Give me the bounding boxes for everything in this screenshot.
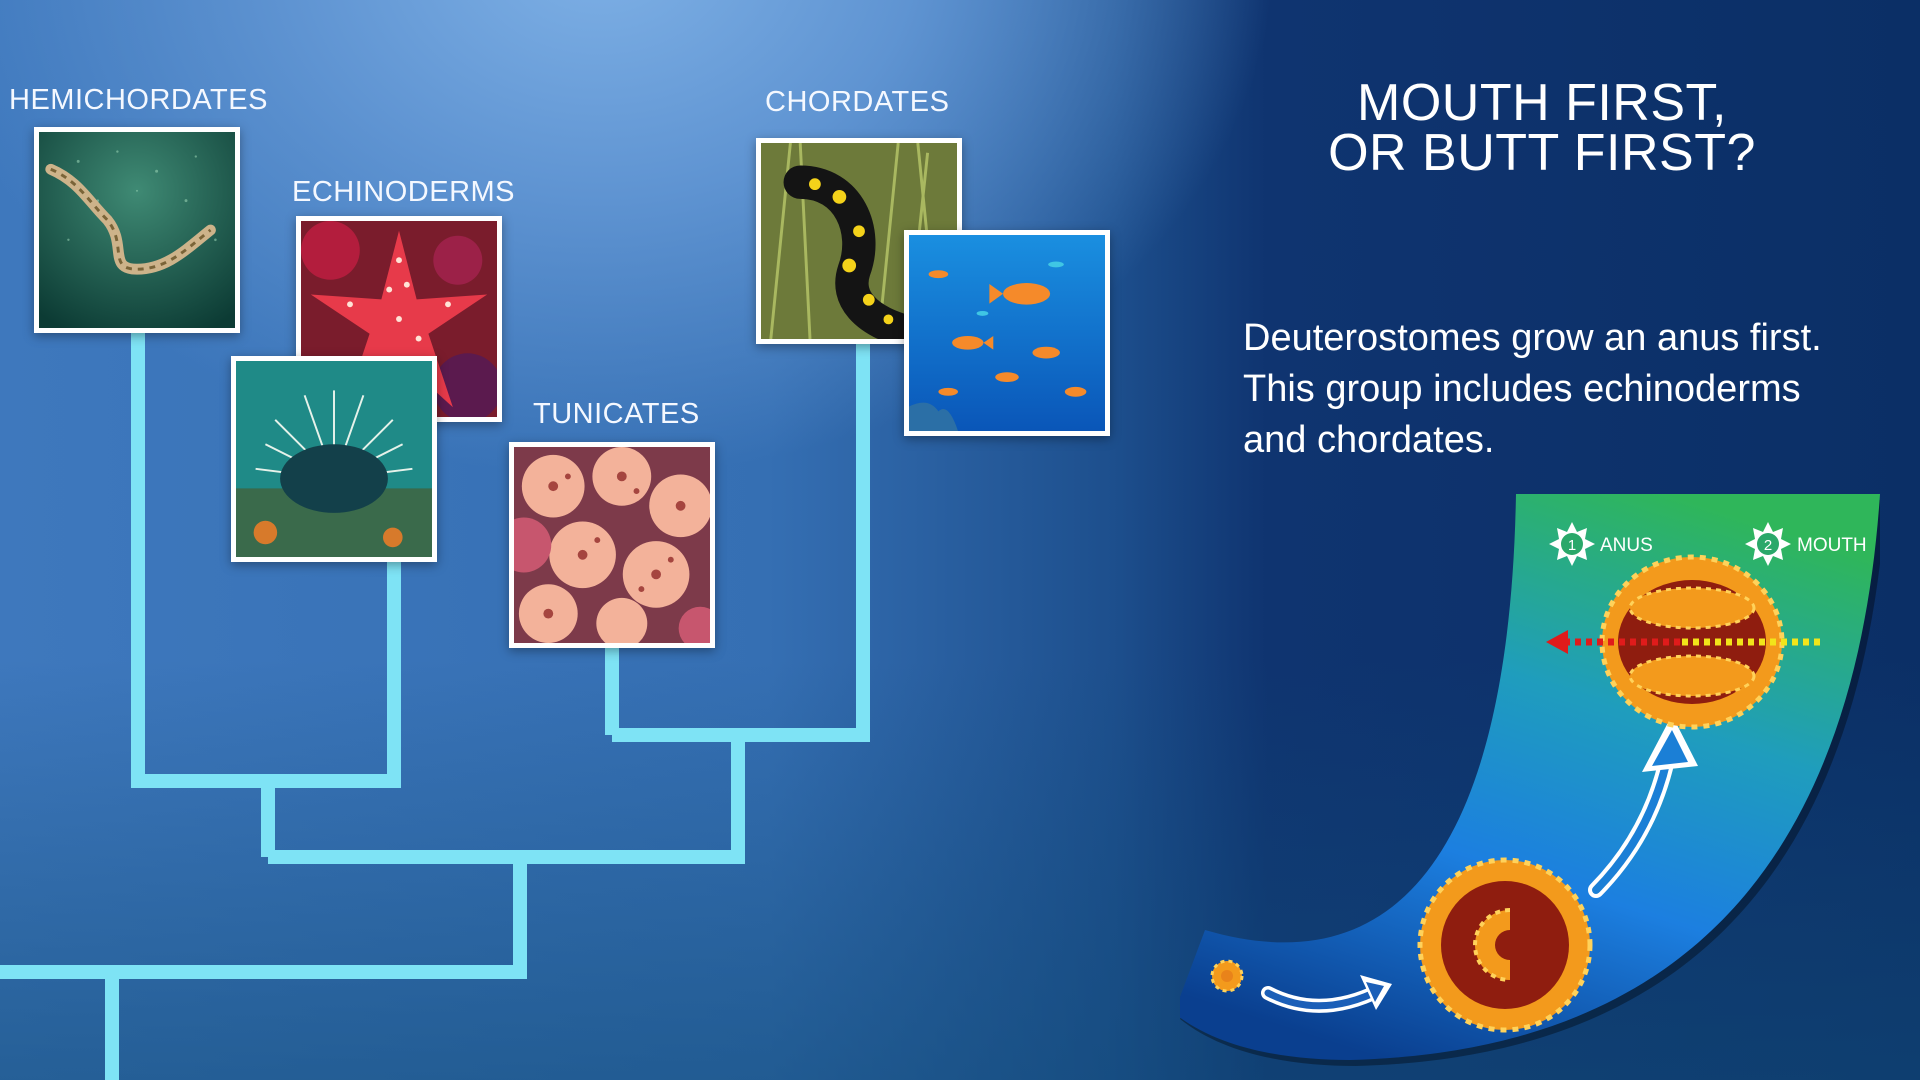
acorn-worm-image xyxy=(39,132,235,328)
gastrula-embryo xyxy=(1417,857,1593,1033)
tree-node-chordata xyxy=(605,343,870,742)
description-text: Deuterostomes grow an anus first. This g… xyxy=(1243,317,1822,461)
anthias-fish-photo xyxy=(904,230,1110,436)
tree-node-main xyxy=(268,735,745,864)
sea-star-photo xyxy=(296,216,502,422)
gut-direction-arrow xyxy=(1546,630,1820,654)
sea-urchin-photo xyxy=(231,356,437,562)
step1-label: ANUS xyxy=(1600,535,1653,556)
step2-number: 2 xyxy=(1764,537,1772,554)
zygote-cell xyxy=(1210,959,1244,993)
step1-badge: 1 xyxy=(1549,522,1595,566)
step1-number: 1 xyxy=(1568,537,1576,554)
label-echinoderms: ECHINODERMS xyxy=(292,176,516,208)
colonial-tunicate-image xyxy=(514,447,710,643)
step2-badge: 2 xyxy=(1745,522,1791,566)
title-line-1: MOUTH FIRST, xyxy=(1357,74,1727,132)
later-embryo xyxy=(1599,554,1785,730)
label-hemichordates: HEMICHORDATES xyxy=(9,84,268,116)
page-title: MOUTH FIRST, OR BUTT FIRST? xyxy=(1262,74,1822,182)
acorn-worm-photo xyxy=(34,127,240,333)
tree-root-branch xyxy=(0,857,527,1080)
sea-star-image xyxy=(301,221,497,417)
colonial-tunicate-photo xyxy=(509,442,715,648)
embryo-development-panel: 1 ANUS 2 MOUTH xyxy=(1180,494,1880,1066)
label-chordates: CHORDATES xyxy=(765,86,950,118)
sea-urchin-image xyxy=(236,361,432,557)
anthias-fish-image xyxy=(909,235,1105,431)
label-tunicates: TUNICATES xyxy=(533,398,700,430)
step2-label: MOUTH xyxy=(1797,535,1867,556)
title-line-2: OR BUTT FIRST? xyxy=(1328,124,1756,182)
tree-node-ambulacraria xyxy=(131,332,401,857)
